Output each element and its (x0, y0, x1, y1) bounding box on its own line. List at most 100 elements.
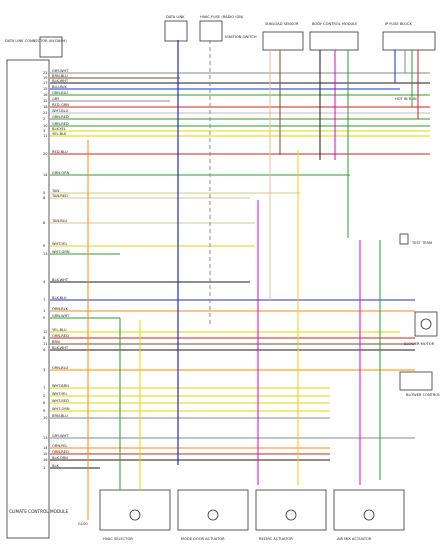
pin-number-12: 20 (43, 152, 48, 156)
pin-wire-label-16: TAN-BLU (51, 219, 68, 223)
pin-wire-label-19: BLK-WHT (52, 278, 69, 282)
pin-number-3: 15 (43, 87, 48, 91)
wires (50, 72, 430, 469)
pin-wire-label-35: ORN-RED (52, 450, 69, 454)
actuator-label-1: HVAC SELECTOR (103, 537, 133, 541)
test-term-box (399, 233, 409, 245)
pin-number-22: 5 (43, 316, 45, 320)
blower-motor-label: BLOWER MOTOR (404, 342, 435, 346)
pin-wire-label-13: GRN-ORN (52, 171, 70, 175)
pin-wire-label-24: ORN-RED (52, 334, 69, 338)
pin-wire-label-37: BLK (52, 464, 59, 468)
pin-number-32: 10 (43, 416, 48, 420)
pin-number-23: 12 (43, 330, 48, 334)
pin-number-36: 16 (43, 458, 48, 462)
pin-wire-label-11: YEL-BLK (52, 132, 67, 136)
pin-number-14: 5 (43, 191, 45, 195)
pin-wire-label-26: BLK-WHT (52, 346, 69, 350)
ip-fuse-label: IP FUSE BLOCK (385, 22, 412, 26)
data-link-connector (39, 36, 63, 58)
pin-number-27: 3 (43, 368, 45, 372)
pin-number-31: 9 (43, 409, 46, 413)
pin-wire-label-18: WHT-GRN (52, 250, 70, 254)
ground-label: G100 (78, 522, 88, 526)
pin-wire-label-6: RED-GRN (52, 103, 69, 107)
pin-number-29: 2 (43, 394, 45, 398)
actuator-box-1 (99, 489, 171, 531)
pin-number-7: 21 (43, 111, 48, 115)
pin-wire-label-32: BRN-BLU (52, 414, 68, 418)
pin-wire-label-7: WHT-BLU (52, 109, 69, 113)
actuator-motor-icon-4 (363, 509, 375, 521)
hot-in-run-label: HOT IN RUN (395, 97, 417, 101)
pin-number-30: 6 (43, 401, 46, 405)
pin-wire-label-31: WHT-ORN (52, 407, 70, 411)
pin-number-6: 18 (43, 105, 48, 109)
pin-wire-label-10: BLK-YEL (52, 127, 66, 131)
actuator-label-4: AIR MIX ACTUATOR (337, 537, 372, 541)
pin-wire-label-23: YEL-BLU (52, 328, 67, 332)
pin-number-35: 15 (43, 452, 48, 456)
pin-wire-label-1: BRN-BLU (52, 74, 68, 78)
pin-number-13: 14 (43, 173, 48, 177)
actuator-motor-icon-2 (207, 509, 219, 521)
hvac-fuse-label: HVAC FUSE (RADIO IGN) (200, 15, 244, 19)
body-control-label: BODY CONTROL MODULE (312, 22, 358, 26)
climate-module-box (6, 59, 50, 539)
pin-wire-label-15: TAN-RED (51, 194, 68, 198)
pin-number-33: 13 (43, 436, 48, 440)
pin-number-4: 16 (43, 93, 48, 97)
blower-control-label: BLOWER CONTROL (406, 393, 440, 397)
pin-number-24: 8 (43, 336, 46, 340)
ignition-connector (199, 20, 223, 42)
test-term-label: TEST TERM (411, 241, 432, 245)
sunload-sensor-label: SUNLOAD SENSOR (265, 22, 299, 26)
pin-wire-label-12: RED-BLU (52, 150, 68, 154)
pin-wire-label-20: BLK-BLU (52, 296, 67, 300)
pin-number-9: 10 (43, 124, 48, 128)
pin-number-18: 13 (43, 252, 48, 256)
pin-number-26: 4 (43, 348, 46, 352)
module-label-text: CLIMATE CONTROL MODULE (9, 509, 68, 514)
pin-number-5: 12 (43, 99, 48, 103)
pin-wire-label-33: GRY-WHT (52, 434, 69, 438)
pin-wire-label-21: ORN-BLK (52, 307, 69, 311)
pin-number-11: 11 (43, 134, 48, 138)
pin-wire-label-22: GRN-WHT (52, 314, 70, 318)
pin-wire-label-29: WHT-YEL (52, 392, 67, 396)
data-link-connector-label: DATA LINK CONNECTOR (IN DASH) (5, 39, 67, 43)
pin-number-0: 22 (43, 71, 48, 75)
pin-wire-label-17: WHT-YEL (52, 242, 67, 246)
data-link-label: DATA LINK (166, 15, 185, 19)
pin-number-17: 9 (43, 244, 46, 248)
pin-number-37: 1 (43, 466, 45, 470)
pin-number-2: 17 (43, 81, 48, 85)
pin-wire-label-28: WHT-BRN (52, 384, 69, 388)
pin-number-8: 2 (43, 117, 45, 121)
pin-wire-label-5: GRY (52, 97, 60, 101)
ignition-label: IGNITION SWITCH (225, 35, 257, 39)
pin-number-25: 11 (43, 342, 48, 346)
actuator-motor-icon-1 (129, 509, 141, 521)
body-control-connector (309, 31, 359, 51)
pin-wire-label-9: GRN-RED (52, 122, 69, 126)
pin-number-28: 7 (43, 386, 45, 390)
pin-wire-label-2: BLK-WHT (52, 79, 69, 83)
blower-motor-box (414, 311, 438, 337)
pin-wire-label-0: GRY-WHT (52, 69, 69, 73)
pin-number-10: 3 (43, 129, 45, 133)
pin-wire-label-8: GRN-RED (52, 115, 69, 119)
sunload-sensor-connector (262, 31, 304, 51)
pin-wire-label-36: BLK-ORN (52, 456, 68, 460)
pin-number-34: 14 (43, 446, 48, 450)
actuator-label-3: RECIRC ACTUATOR (259, 537, 293, 541)
pin-wire-label-30: WHT-RED (52, 399, 69, 403)
pin-number-16: 8 (43, 221, 46, 225)
pin-wire-label-4: GRN-BLU (52, 91, 68, 95)
pin-wire-label-14: TAN (51, 189, 59, 193)
pin-wire-label-27: ORN-BLU (52, 366, 68, 370)
blower-motor-icon (420, 318, 432, 330)
hvac-fuse-connector (164, 20, 188, 42)
pin-number-21: 1 (43, 309, 45, 313)
pin-labels: GRY-WHT22BRN-BLU19BLK-WHT17BLU-BLK15GRN-… (43, 69, 70, 470)
